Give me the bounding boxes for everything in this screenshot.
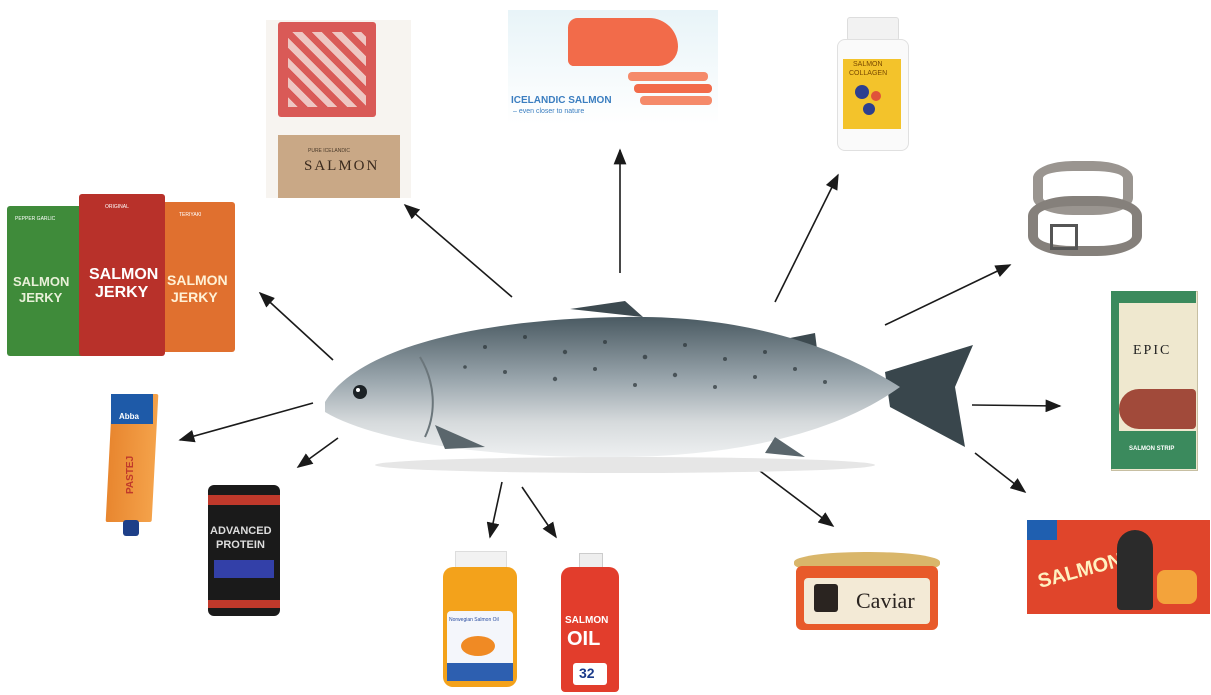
protein-label-line1: ADVANCED bbox=[210, 525, 272, 537]
fish-leather-belt-icon bbox=[1018, 156, 1126, 256]
jerky-flavor-1: PEPPER GARLIC bbox=[15, 216, 55, 222]
salmon-collagen-bottle: SALMON COLLAGEN bbox=[835, 17, 910, 150]
caviar-jar: Caviar bbox=[792, 552, 942, 632]
arrow-to-fish-oil-caps bbox=[490, 482, 502, 537]
jerky-line2-2: JERKY bbox=[95, 284, 148, 302]
icelandic-salmon-fillet: ICELANDIC SALMON – even closer to nature bbox=[508, 10, 718, 125]
arrow-to-paste bbox=[180, 403, 313, 440]
arrow-to-epic bbox=[972, 405, 1060, 406]
jerky-line2-1: JERKY bbox=[19, 290, 62, 305]
jerky-line2-3: JERKY bbox=[171, 289, 218, 305]
norwegian-salmon-oil-capsules: Norwegian Salmon Oil bbox=[443, 551, 517, 689]
gift-box-label-line2: SALMON bbox=[304, 158, 379, 175]
salmon-fish bbox=[325, 297, 975, 477]
salmon-gift-box: PURE ICELANDIC SALMON bbox=[266, 20, 411, 198]
epic-product-name: SALMON STRIP bbox=[1129, 446, 1174, 452]
abba-paste-tube: Abba PASTEJ bbox=[109, 394, 157, 544]
paste-brand: Abba bbox=[119, 412, 139, 421]
salmon-jerky-bags: PEPPER GARLIC SALMON JERKY ORIGINAL SALM… bbox=[7, 194, 237, 360]
arrow-to-salmon-oil bbox=[522, 487, 556, 537]
salmon-oil-label-line2: OIL bbox=[567, 628, 600, 651]
supplement-label-line1: SALMON bbox=[853, 61, 883, 68]
epic-salmon-strip-box: EPIC SALMON STRIP bbox=[1111, 291, 1196, 469]
paste-label: PASTEJ bbox=[125, 456, 136, 494]
fish-oil-caps-label: Norwegian Salmon Oil bbox=[449, 617, 499, 623]
jerky-flavor-2: ORIGINAL bbox=[105, 204, 129, 210]
supplement-label-line2: COLLAGEN bbox=[849, 70, 887, 77]
jerky-line1-1: SALMON bbox=[13, 274, 69, 289]
arrow-to-gift-box bbox=[405, 205, 512, 297]
fillet-title: ICELANDIC SALMON bbox=[511, 95, 612, 106]
salmon-snack-pack: SALMON bbox=[1027, 520, 1210, 614]
salmon-oil-label-line1: SALMON bbox=[565, 615, 608, 626]
caviar-label: Caviar bbox=[856, 588, 915, 614]
arrow-to-supplement bbox=[775, 175, 838, 302]
arrow-to-snack-pack bbox=[975, 453, 1025, 492]
advanced-protein-tub: ADVANCED PROTEIN bbox=[208, 485, 280, 616]
salmon-oil-bottle: SALMON OIL 32 bbox=[561, 553, 619, 692]
arrow-to-jerky bbox=[260, 293, 333, 360]
salmon-oil-count: 32 bbox=[579, 665, 595, 681]
jerky-line1-2: SALMON bbox=[89, 266, 158, 284]
jerky-line1-3: SALMON bbox=[167, 272, 228, 288]
epic-brand: EPIC bbox=[1133, 343, 1171, 359]
jerky-flavor-3: TERIYAKI bbox=[179, 212, 201, 218]
gift-box-label-line1: PURE ICELANDIC bbox=[308, 148, 350, 154]
protein-label-line2: PROTEIN bbox=[216, 539, 265, 551]
fillet-tagline: – even closer to nature bbox=[513, 108, 584, 115]
